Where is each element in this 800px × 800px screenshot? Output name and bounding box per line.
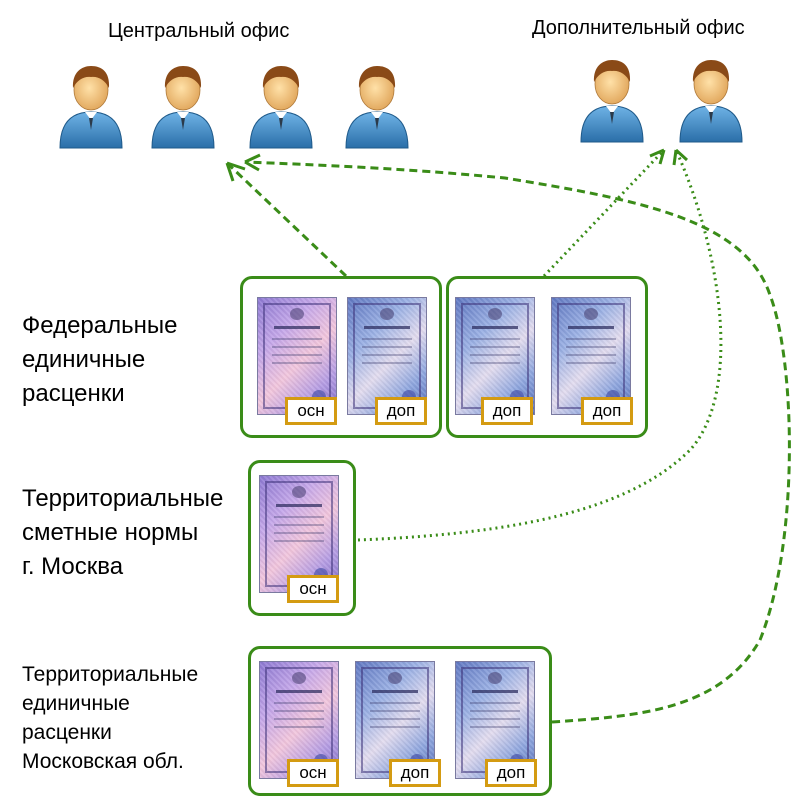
row-label-line: Московская обл.: [22, 750, 184, 773]
row-label-line: Территориальные: [22, 663, 199, 686]
tag-main: осн: [287, 759, 339, 787]
federal-extra-group: доп доп: [446, 276, 648, 438]
tag-extra: доп: [485, 759, 537, 787]
territorial-rates-group: осн доп доп: [248, 646, 552, 796]
extra-office-title: Дополнительный офис: [532, 17, 745, 39]
row-label-line: единичные: [22, 692, 130, 715]
federal-central-group: осн доп: [240, 276, 442, 438]
tag-main: осн: [287, 575, 339, 603]
row-label-territorial-norms: Территориальные сметные нормы г. Москва: [22, 482, 223, 584]
row-label-line: сметные нормы: [22, 519, 199, 546]
tag-main: осн: [285, 397, 337, 425]
row-label-territorial-rates: Территориальные единичные расценки Моско…: [22, 660, 198, 776]
territorial-norms-group: осн: [248, 460, 356, 616]
row-label-line: Федеральные: [22, 312, 178, 339]
user-icon: [56, 60, 126, 150]
row-label-line: единичные: [22, 346, 146, 373]
tag-extra: доп: [389, 759, 441, 787]
row-label-line: расценки: [22, 380, 125, 407]
row-label-federal: Федеральные единичные расценки: [22, 309, 177, 411]
tag-extra: доп: [375, 397, 427, 425]
tag-extra: доп: [481, 397, 533, 425]
row-label-line: Территориальные: [22, 485, 224, 512]
user-icon: [246, 60, 316, 150]
user-icon: [577, 54, 647, 144]
user-icon: [676, 54, 746, 144]
tag-extra: доп: [581, 397, 633, 425]
row-label-line: г. Москва: [22, 553, 124, 580]
user-icon: [342, 60, 412, 150]
row-label-line: расценки: [22, 721, 112, 744]
user-icon: [148, 60, 218, 150]
central-office-title: Центральный офис: [108, 20, 290, 42]
